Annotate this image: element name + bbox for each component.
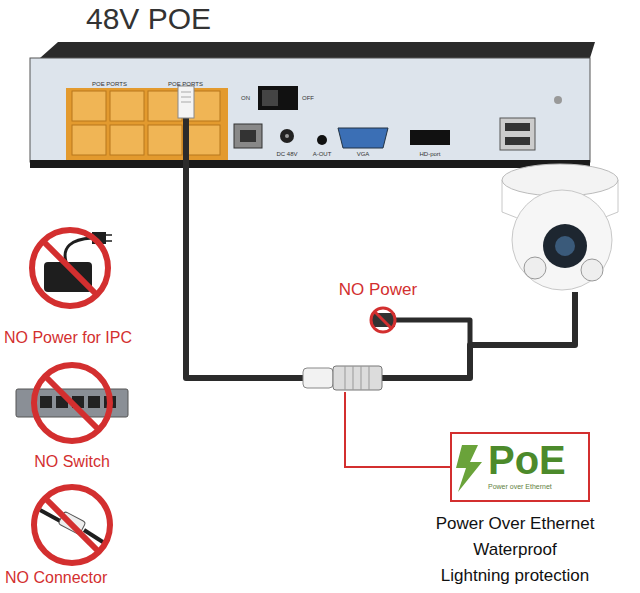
dome-camera <box>502 164 618 290</box>
power-plug-prohibited-part <box>375 312 391 328</box>
nvr-recorder-part <box>30 58 590 162</box>
poe-badge-box: PoE Power over Ethernet <box>450 432 590 502</box>
connector-prohibited-part <box>45 498 99 552</box>
rj45-plug-part <box>181 92 191 93</box>
power-plug-prohibited <box>371 308 395 332</box>
power-plug-prohibited-part <box>371 308 395 332</box>
nvr-recorder-part <box>72 91 106 121</box>
nvr-recorder-part <box>262 90 278 106</box>
switch-prohibited-part <box>88 396 100 408</box>
nvr-recorder-part <box>148 91 182 121</box>
switch-prohibited-part <box>34 365 110 441</box>
dome-camera-part <box>524 257 546 279</box>
waterproof-connector <box>303 366 382 390</box>
nvr-recorder <box>30 42 595 168</box>
warning-label: NO Power for IPC <box>4 329 132 347</box>
waterproof-connector-part <box>303 368 333 388</box>
nvr-recorder-part <box>505 123 530 131</box>
power-plug-prohibited-part <box>372 313 395 327</box>
switch-prohibited-part <box>45 376 99 430</box>
waterproof-connector-part <box>345 366 346 390</box>
dome-camera-part <box>555 236 575 256</box>
nvr-recorder-part <box>317 135 327 145</box>
port-label: A-OUT <box>313 151 332 158</box>
connector-prohibited <box>34 487 110 563</box>
warning-label: NO Connector <box>5 569 107 587</box>
dome-camera-part <box>543 224 587 268</box>
waterproof-connector-part <box>333 366 382 390</box>
nvr-recorder-part <box>66 88 228 160</box>
feature-text: Power Over Ethernet <box>436 514 595 534</box>
warning-label: NO Switch <box>34 453 110 471</box>
nvr-recorder-part <box>186 125 220 155</box>
connector-prohibited-part <box>34 487 110 563</box>
switch-label: ON <box>241 95 250 102</box>
dome-camera-part <box>581 259 603 281</box>
nvr-recorder-part <box>410 130 450 145</box>
nvr-recorder-part <box>40 42 595 58</box>
ethernet-cable-part <box>186 118 305 378</box>
feature-text: Waterproof <box>473 540 556 560</box>
warning-label: NO Power <box>339 280 417 300</box>
ethernet-cable-part <box>382 292 575 378</box>
nvr-recorder-part <box>240 130 256 142</box>
lightning-bolt <box>456 445 482 492</box>
ethernet-cable-part <box>395 320 470 345</box>
leader-line <box>345 392 450 467</box>
port-label: DC 48V <box>276 151 297 158</box>
adapter-prohibited-part <box>43 241 97 295</box>
rj45-plug <box>178 86 194 118</box>
adapter-prohibited-part <box>32 230 108 306</box>
port-label: POE PORTS <box>92 81 127 88</box>
nvr-recorder-part <box>280 129 294 143</box>
switch-label: OFF <box>302 95 314 102</box>
port-label: POE PORTS <box>168 81 203 88</box>
nvr-recorder-part <box>30 160 590 168</box>
waterproof-connector-part <box>353 366 354 390</box>
dome-camera-part <box>512 190 612 290</box>
nvr-recorder-part <box>554 96 562 104</box>
nvr-recorder-part <box>505 137 530 145</box>
lightning-bolt-part <box>456 445 482 492</box>
leader-line-part <box>345 392 450 467</box>
nvr-recorder-part <box>285 134 289 138</box>
switch-prohibited-part <box>40 396 52 408</box>
diagram-title: 48V POE <box>86 2 211 37</box>
badge-subtitle: Power over Ethernet <box>488 483 578 491</box>
nvr-recorder-part <box>500 118 535 150</box>
nvr-recorder-part <box>110 91 144 121</box>
badge-heading: PoE <box>488 440 578 480</box>
rj45-plug-part <box>178 86 194 118</box>
adapter-prohibited-part <box>65 238 92 262</box>
waterproof-connector-part <box>361 366 362 390</box>
adapter-prohibited <box>32 230 112 306</box>
waterproof-connector-part <box>369 366 370 390</box>
adapter-prohibited-part <box>106 234 112 236</box>
nvr-recorder-part <box>338 128 388 148</box>
adapter-prohibited-part <box>106 240 112 242</box>
rj45-plug-part <box>181 97 191 98</box>
nvr-recorder-part <box>148 125 182 155</box>
nvr-recorder-part <box>258 86 298 110</box>
nvr-recorder-part <box>110 125 144 155</box>
port-label: VGA <box>357 151 370 158</box>
rj45-plug-part <box>181 102 191 103</box>
nvr-recorder-part <box>72 125 106 155</box>
port-label: HD-port <box>419 151 440 158</box>
feature-text: Lightning protection <box>441 566 589 586</box>
switch-prohibited <box>16 365 128 441</box>
nvr-recorder-part <box>234 124 262 148</box>
